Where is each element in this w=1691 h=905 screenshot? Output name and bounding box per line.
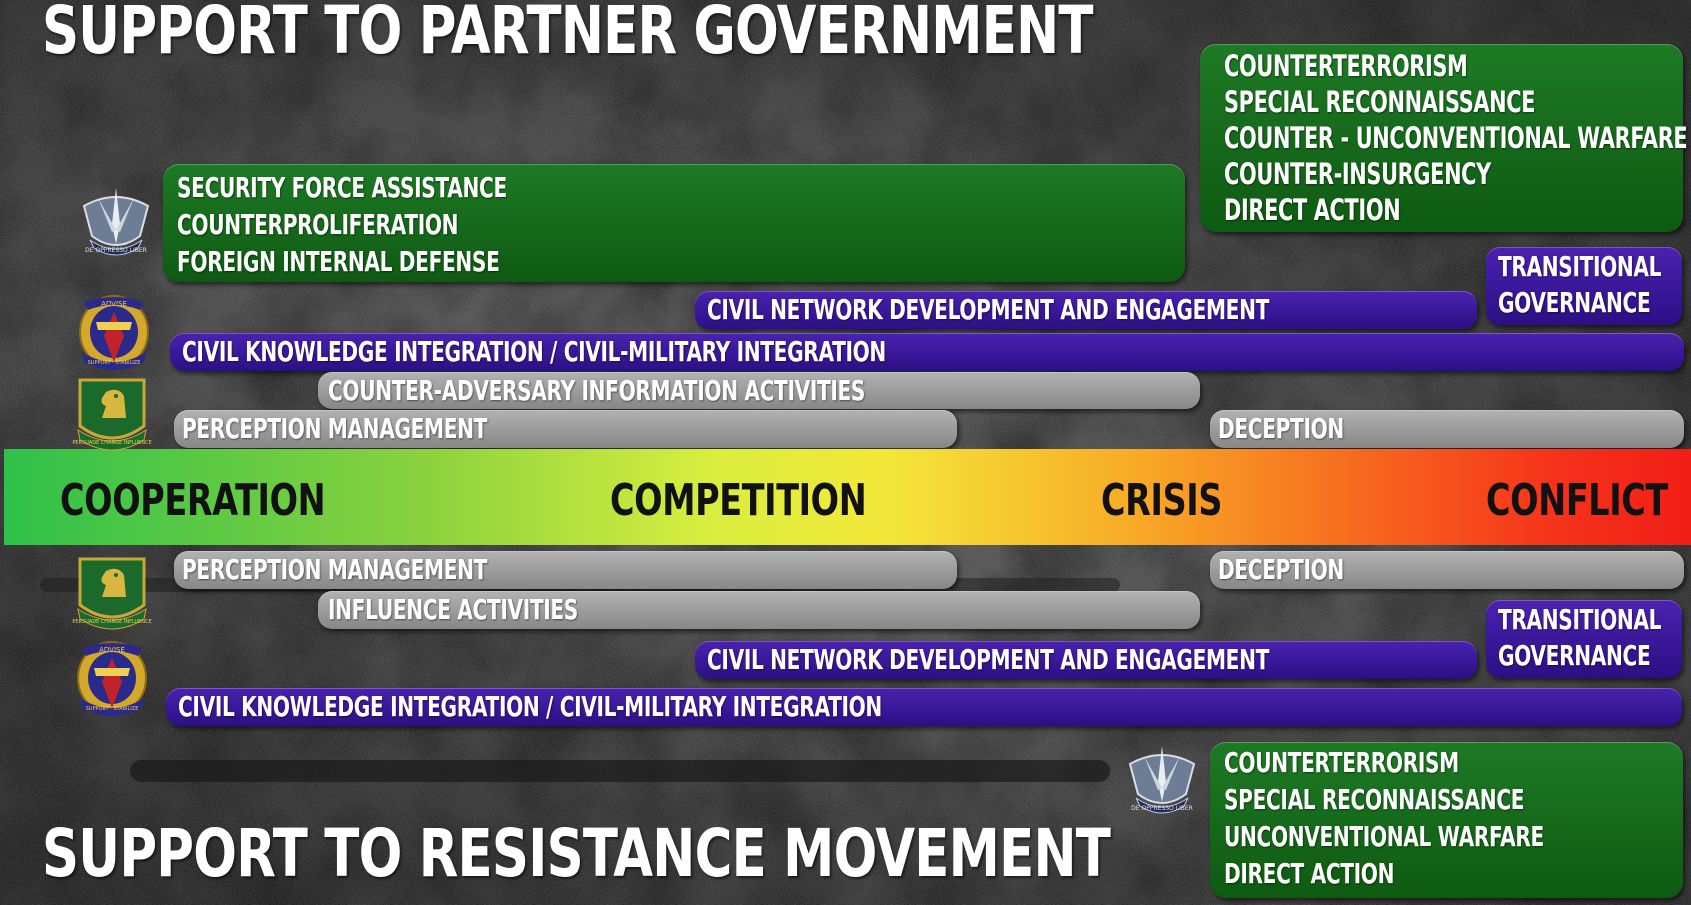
psychological-operations-crest-icon: PERSUADE CHANGE INFLUENCE xyxy=(72,557,152,630)
civil-network-bar-top: CIVIL NETWORK DEVELOPMENT AND ENGAGEMENT xyxy=(695,291,1477,329)
transitional-governance-top: TRANSITIONAL GOVERNANCE xyxy=(1486,247,1682,325)
ca-motto-bottom: SUPPORT · STABILIZE xyxy=(88,360,141,366)
ca-motto-top: ADVISE xyxy=(101,300,127,308)
psyop-motto: PERSUADE CHANGE INFLUENCE xyxy=(72,440,151,446)
civil-knowledge-bar-bottom: CIVIL KNOWLEDGE INTEGRATION / CIVIL-MILI… xyxy=(166,688,1682,726)
sf-operations-block-bottom-right: COUNTERTERRORISM SPECIAL RECONNAISSANCE … xyxy=(1210,742,1683,898)
sf-op-item: COUNTER-INSURGENCY xyxy=(1224,157,1491,191)
phase-conflict: CONFLICT xyxy=(1486,475,1668,526)
perception-management-bar-bottom: PERCEPTION MANAGEMENT xyxy=(174,551,957,589)
special-forces-crest-icon: DE OPPRESSO LIBER xyxy=(82,188,150,256)
deception-bar-bottom: DECEPTION xyxy=(1210,551,1684,589)
sf-op-item: SECURITY FORCE ASSISTANCE xyxy=(177,171,507,204)
perception-management-label: PERCEPTION MANAGEMENT xyxy=(182,412,488,445)
transitional-governance-bottom: TRANSITIONAL GOVERNANCE xyxy=(1486,600,1682,678)
transitional-line: TRANSITIONAL xyxy=(1498,250,1662,283)
psychological-operations-crest-icon: PERSUADE CHANGE INFLUENCE xyxy=(72,378,152,451)
influence-activities-label: INFLUENCE ACTIVITIES xyxy=(328,593,578,626)
title-support-resistance-movement: SUPPORT TO RESISTANCE MOVEMENT xyxy=(42,815,1111,892)
civil-affairs-crest-icon: ADVISE SUPPORT · STABILIZE xyxy=(77,641,147,716)
sf-op-item: DIRECT ACTION xyxy=(1224,857,1395,890)
sf-motto: DE OPPRESSO LIBER xyxy=(85,247,147,254)
sf-op-item: DIRECT ACTION xyxy=(1224,193,1401,227)
sf-op-item: COUNTERTERRORISM xyxy=(1224,746,1459,779)
sf-op-item: SPECIAL RECONNAISSANCE xyxy=(1224,783,1525,816)
transitional-line: GOVERNANCE xyxy=(1498,286,1651,319)
sf-op-item: COUNTER - UNCONVENTIONAL WARFARE xyxy=(1224,121,1688,155)
civil-network-label: CIVIL NETWORK DEVELOPMENT AND ENGAGEMENT xyxy=(707,643,1269,676)
sf-operations-block-top-right: COUNTERTERRORISM SPECIAL RECONNAISSANCE … xyxy=(1200,44,1688,232)
title-support-partner-government: SUPPORT TO PARTNER GOVERNMENT xyxy=(42,0,1094,69)
transitional-line: TRANSITIONAL xyxy=(1498,603,1662,636)
sf-op-item: FOREIGN INTERNAL DEFENSE xyxy=(177,245,500,278)
ca-motto-top: ADVISE xyxy=(99,646,125,654)
deception-bar-top: DECEPTION xyxy=(1210,410,1684,448)
civil-affairs-crest-icon: ADVISE SUPPORT · STABILIZE xyxy=(79,295,149,370)
phase-competition: COMPETITION xyxy=(610,475,867,526)
counter-adversary-label: COUNTER-ADVERSARY INFORMATION ACTIVITIES xyxy=(328,373,866,407)
civil-knowledge-label: CIVIL KNOWLEDGE INTEGRATION / CIVIL-MILI… xyxy=(178,690,882,723)
perception-management-label: PERCEPTION MANAGEMENT xyxy=(182,553,488,586)
counter-adversary-bar: COUNTER-ADVERSARY INFORMATION ACTIVITIES xyxy=(318,372,1200,409)
civil-knowledge-bar-top: CIVIL KNOWLEDGE INTEGRATION / CIVIL-MILI… xyxy=(170,333,1684,371)
sf-op-item: COUNTERPROLIFERATION xyxy=(177,208,459,241)
sf-op-item: COUNTERTERRORISM xyxy=(1224,49,1468,83)
ca-motto-bottom: SUPPORT · STABILIZE xyxy=(86,706,139,712)
sf-op-item: SPECIAL RECONNAISSANCE xyxy=(1224,85,1536,119)
psyop-motto: PERSUADE CHANGE INFLUENCE xyxy=(72,619,151,625)
sf-motto: DE OPPRESSO LIBER xyxy=(1131,805,1193,812)
phase-cooperation: COOPERATION xyxy=(60,475,326,526)
civil-knowledge-label: CIVIL KNOWLEDGE INTEGRATION / CIVIL-MILI… xyxy=(182,335,886,368)
transitional-line: GOVERNANCE xyxy=(1498,639,1651,672)
sf-operations-block-left: SECURITY FORCE ASSISTANCE COUNTERPROLIFE… xyxy=(163,164,1185,282)
deception-label: DECEPTION xyxy=(1218,553,1344,586)
civil-network-label: CIVIL NETWORK DEVELOPMENT AND ENGAGEMENT xyxy=(707,293,1269,326)
phase-crisis: CRISIS xyxy=(1101,475,1223,526)
competition-continuum-spectrum: COOPERATION COMPETITION CRISIS CONFLICT xyxy=(4,449,1691,545)
influence-activities-bar: INFLUENCE ACTIVITIES xyxy=(318,591,1200,629)
perception-management-bar-top: PERCEPTION MANAGEMENT xyxy=(174,410,957,448)
special-forces-crest-icon: DE OPPRESSO LIBER xyxy=(1128,746,1196,814)
sf-op-item: UNCONVENTIONAL WARFARE xyxy=(1224,820,1544,853)
deception-label: DECEPTION xyxy=(1218,412,1344,445)
civil-network-bar-bottom: CIVIL NETWORK DEVELOPMENT AND ENGAGEMENT xyxy=(695,641,1477,679)
